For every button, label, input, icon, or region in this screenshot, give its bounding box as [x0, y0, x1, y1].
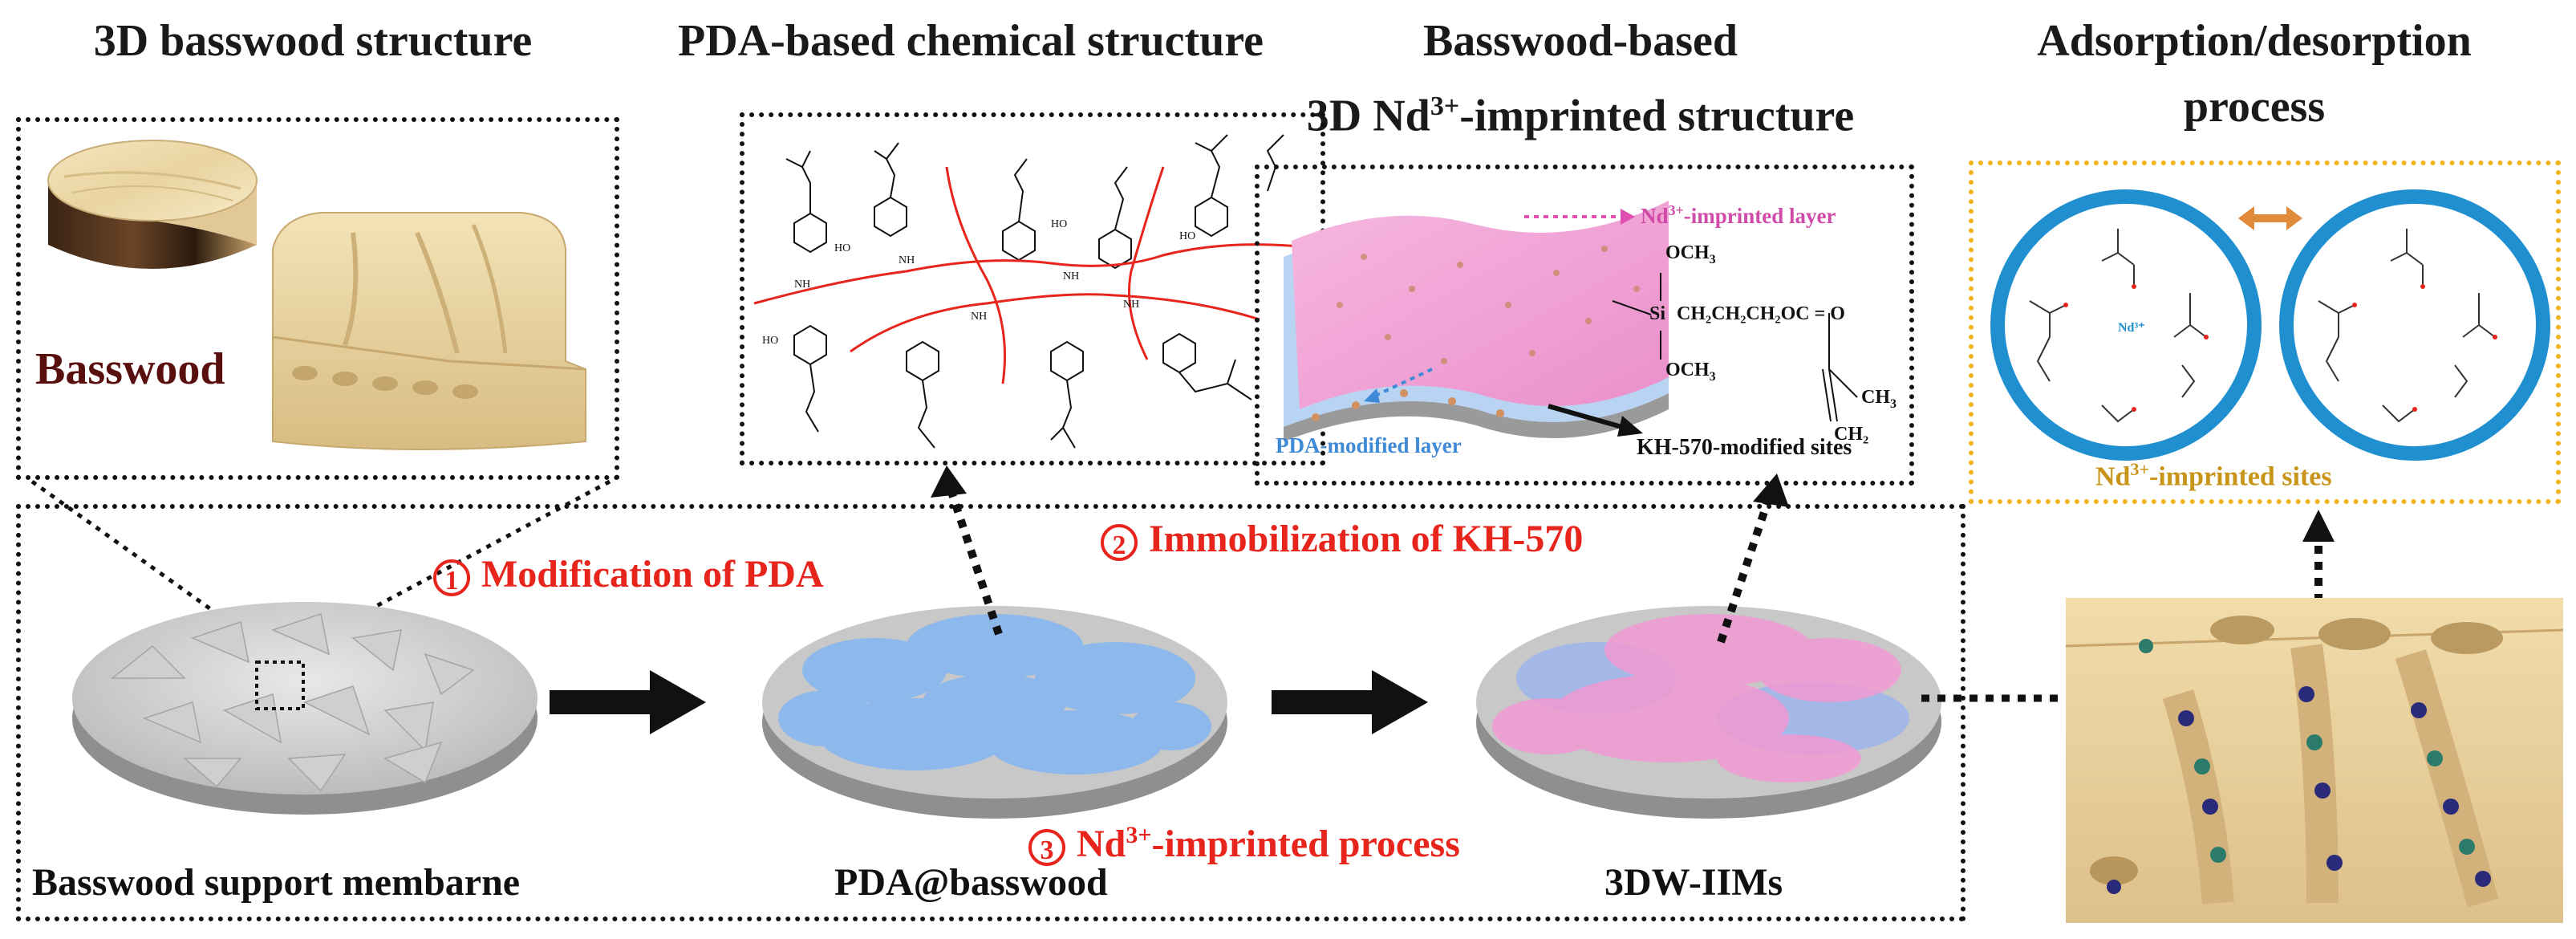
svg-text:NH: NH — [1123, 299, 1139, 311]
pda-to-structure-arrow — [931, 465, 1003, 636]
nd-ion-label: Nd³⁺ — [2118, 321, 2145, 335]
imprinted-layer-sheet — [1284, 201, 1669, 441]
svg-text:NH: NH — [1063, 270, 1079, 283]
chain-label: CH₂CH₂CH₂OC = O — [1677, 303, 1845, 324]
process-arrow-2 — [1272, 670, 1428, 734]
basswood-block-illustration — [272, 212, 586, 450]
basswood-disc-illustration — [47, 140, 258, 269]
process-box — [16, 504, 1965, 921]
svg-text:NH: NH — [899, 254, 915, 266]
basswood-support-membrane — [72, 602, 538, 815]
3dw-iims-membrane — [1476, 606, 1941, 819]
title-pda-chemical-structure: PDA-based chemical structure — [678, 16, 1264, 66]
pda-basswood-membrane — [762, 606, 1227, 819]
basswood-label: Basswood — [35, 344, 225, 394]
ch3-label: CH3 — [1861, 387, 1897, 411]
iims-to-structure-arrow — [1717, 474, 1789, 644]
svg-text:HO: HO — [1051, 218, 1067, 230]
process-arrow-1 — [550, 670, 706, 734]
basswood-structure-box — [16, 117, 619, 480]
och3-bottom: OCH3 — [1665, 360, 1716, 384]
svg-text:NH: NH — [971, 311, 987, 323]
basswood-support-label: Basswood support membarne — [32, 861, 521, 904]
adsorption-box — [1969, 161, 2561, 504]
svg-text:HO: HO — [1179, 230, 1195, 242]
imprinted-layer-label: Nd3+-imprinted layer — [1641, 202, 1836, 228]
pda-basswood-label: PDA@basswood — [834, 861, 1108, 904]
svg-text:HO: HO — [762, 335, 778, 347]
imprinted-layer-pointer — [1524, 209, 1635, 225]
title-3d-basswood-structure: 3D basswood structure — [93, 16, 533, 66]
title-adsorption-line2: process — [2183, 82, 2326, 132]
adsorption-rings — [1990, 189, 2550, 461]
3dw-iims-label: 3DW-IIMs — [1604, 861, 1783, 904]
pda-chemical-structure-drawing: NH NH NH NH NH HO HO HO HO — [753, 134, 1308, 449]
svg-text:HO: HO — [834, 242, 850, 254]
kh570-sites-label: KH-570-modified sites — [1637, 435, 1852, 460]
imprinted-sites-label: Nd3+-imprinted sites — [2095, 459, 2332, 492]
title-imprinted-structure-line1: Basswood-based — [1422, 16, 1738, 66]
pda-layer-label: PDA-modified layer — [1276, 433, 1462, 457]
si-bonds — [1612, 273, 1858, 422]
pda-layer-pointer — [1364, 368, 1433, 403]
imprinted-wood-block — [2065, 598, 2564, 923]
kh570-arrow — [1548, 404, 1643, 437]
imprinted-structure-box — [1255, 165, 1914, 486]
si-atom: Si — [1649, 303, 1666, 324]
title-adsorption-line1: Adsorption/desorption — [2037, 16, 2472, 66]
svg-text:NH: NH — [794, 278, 810, 291]
title-imprinted-structure-line2: 3D Nd3+-imprinted structure — [1306, 91, 1855, 141]
och3-top: OCH3 — [1665, 242, 1716, 266]
ch2-label: CH₂ — [1834, 424, 1869, 445]
